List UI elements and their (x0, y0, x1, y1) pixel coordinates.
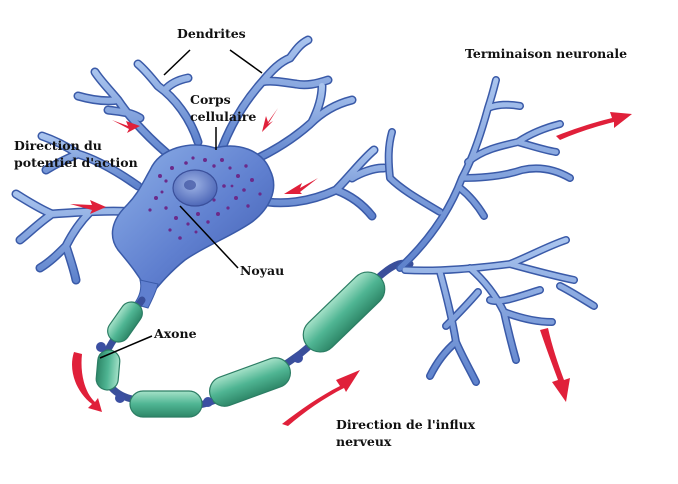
nucleus (173, 170, 217, 206)
arrow-terminal-down-icon (540, 328, 570, 402)
arrow-dendrite-right-icon (284, 178, 318, 194)
arrow-terminal-up-icon (556, 112, 632, 140)
label-action-potential-direction: Direction du potentiel d'action (14, 137, 138, 171)
axon-terminal-branches (389, 80, 594, 382)
label-cell-body: Corps cellulaire (190, 91, 256, 125)
label-axon: Axone (154, 325, 197, 342)
label-dendrites: Dendrites (177, 25, 246, 42)
arrow-dendrite-top-right-icon (262, 108, 278, 132)
label-nerve-impulse-direction: Direction de l'influx nerveux (336, 416, 475, 450)
nucleolus (184, 180, 196, 190)
label-axon-terminal: Terminaison neuronale (465, 45, 627, 62)
label-nucleus: Noyau (240, 262, 284, 279)
